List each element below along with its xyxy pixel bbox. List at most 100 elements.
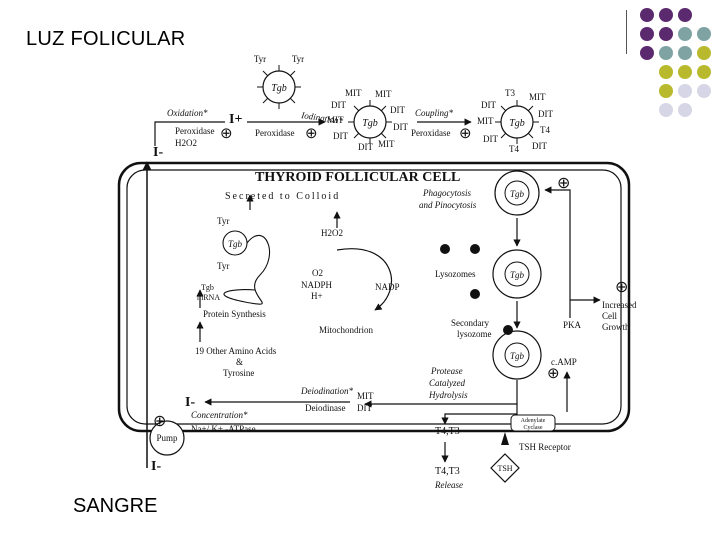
- mit-label: MIT: [378, 139, 395, 149]
- decor-dot: [659, 8, 673, 22]
- phagocytosis-label: Phagocytosis: [422, 188, 471, 198]
- decor-dot: [678, 46, 692, 60]
- secondary-lysozome-label: lysozome: [457, 329, 492, 339]
- t4t3-release-arrow: [441, 404, 518, 425]
- growth-label: Increased: [602, 300, 637, 310]
- mitochondrion-cycle: [336, 248, 393, 311]
- lysozome-dot: [470, 244, 480, 254]
- tsh-label: TSH: [497, 464, 512, 473]
- t4t3-label: T4,T3: [435, 466, 460, 477]
- protein-synthesis-label: Protein Synthesis: [203, 309, 266, 319]
- growth-label: Cell: [602, 311, 617, 321]
- amino-acids-label: Tyrosine: [223, 368, 254, 378]
- mit-label: MIT: [477, 116, 494, 126]
- decor-dot: [697, 46, 711, 60]
- plus-symbol: ⊕: [557, 175, 570, 192]
- dit-label: DIT: [357, 403, 372, 413]
- tgb-label: Tgb: [510, 270, 525, 280]
- cell-title: THYROID FOLLICULAR CELL: [255, 170, 460, 185]
- dit-label: DIT: [538, 109, 553, 119]
- protease-label: Hydrolysis: [428, 390, 468, 400]
- pka-label: PKA: [563, 320, 582, 330]
- nadp-label: NADP: [375, 282, 400, 292]
- tyr-label: Tyr: [254, 54, 266, 64]
- iodine-plus-label: I+: [229, 112, 242, 127]
- tgb-mrna-label: mRNA: [197, 293, 220, 302]
- plus-symbol: ⊕: [615, 279, 628, 296]
- iodide-label: I-: [151, 459, 161, 474]
- divider-line: [626, 10, 627, 54]
- protease-label: Catalyzed: [429, 378, 465, 388]
- decor-dot: [697, 84, 711, 98]
- tyr-label: Tyr: [292, 54, 304, 64]
- peroxidase-label: Peroxidase: [255, 128, 295, 138]
- oxidation-label: Oxidation*: [167, 108, 208, 118]
- growth-label: Growth: [602, 322, 630, 332]
- mitochondrion-label: Mitochondrion: [319, 325, 373, 335]
- tgb-label: Tgb: [510, 351, 525, 361]
- plus-symbol: ⊕: [305, 126, 318, 142]
- decor-dot: [659, 65, 673, 79]
- dit-label: DIT: [333, 131, 348, 141]
- decor-dot: [678, 27, 692, 41]
- dit-label: DIT: [331, 100, 346, 110]
- plus-symbol: ⊕: [220, 126, 233, 142]
- iodination-label: Iodination*: [300, 110, 344, 126]
- mit-label: MIT: [357, 391, 374, 401]
- decor-dot: [697, 65, 711, 79]
- pinocytosis-label: and Pinocytosis: [419, 200, 477, 210]
- dit-label: DIT: [358, 142, 373, 152]
- peroxidase-label: Peroxidase: [411, 128, 451, 138]
- decor-dot: [659, 46, 673, 60]
- thyroid-diagram: Tgb Tyr Tyr Tgb MIT MIT DIT DIT MIT DIT …: [117, 54, 637, 490]
- iodide-label: I-: [185, 395, 195, 410]
- lysozomes-label: Lysozomes: [435, 269, 476, 279]
- tgb-label: Tgb: [271, 83, 287, 94]
- amino-acids-label: &: [236, 357, 243, 367]
- peroxidase-label: Peroxidase: [175, 126, 215, 136]
- tgb-label: Tgb: [362, 118, 378, 129]
- tgb-molecule-coupled: Tgb T3 MIT DIT MIT DIT T4 DIT T4 DIT: [477, 88, 553, 154]
- decor-dot: [697, 27, 711, 41]
- tgb-label: Tgb: [228, 239, 243, 249]
- camp-label: c.AMP: [551, 357, 577, 367]
- slide-footer: SANGRE: [73, 495, 158, 517]
- decor-dot: [659, 103, 673, 117]
- plus-symbol: ⊕: [547, 366, 560, 382]
- tsh-diamond: [490, 453, 520, 483]
- h2o2-label: H2O2: [175, 138, 197, 148]
- slide-title: LUZ FOLICULAR: [26, 28, 186, 50]
- pka-arrow: [544, 186, 571, 318]
- secreted-to-colloid-label: Secreted to Colloid: [225, 191, 340, 202]
- decor-dot: [659, 84, 673, 98]
- oxidation-arrow: [154, 121, 225, 146]
- adenylate-cyclase-box: [510, 414, 556, 432]
- pump-label: Pump: [156, 433, 178, 443]
- t4-label: T4: [540, 125, 550, 135]
- na-k-pump: Pump: [149, 420, 185, 456]
- t3-label: T3: [505, 88, 515, 98]
- tsh-receptor-label: TSH Receptor: [519, 442, 571, 452]
- o2-label: O2: [312, 268, 323, 278]
- tgb-label: Tgb: [509, 118, 525, 129]
- cell-membrane-outer: [117, 161, 631, 433]
- concentration-label: Concentration*: [191, 410, 248, 420]
- iodide-label: I-: [153, 145, 163, 160]
- mrna-strand: [223, 235, 270, 305]
- dit-label: DIT: [483, 134, 498, 144]
- dit-label: DIT: [393, 122, 408, 132]
- decor-dot: [640, 8, 654, 22]
- adenylate-label: Adenylate: [521, 418, 546, 424]
- tyr-label: Tyr: [217, 261, 229, 271]
- secondary-lysozome: Tgb: [492, 325, 542, 380]
- decor-dot: [659, 27, 673, 41]
- coupling-label: Coupling*: [415, 108, 454, 118]
- decor-dot: [678, 8, 692, 22]
- deiodinase-label: Deiodinase: [305, 403, 346, 413]
- deiodination-label: Deiodination*: [300, 386, 353, 396]
- endocytosed-tgb: Tgb: [494, 170, 540, 216]
- lysozome-dot: [470, 289, 480, 299]
- tyr-label: Tyr: [217, 216, 229, 226]
- t4-label: T4: [509, 144, 519, 154]
- tgb-mrna-label: Tgb: [201, 283, 214, 292]
